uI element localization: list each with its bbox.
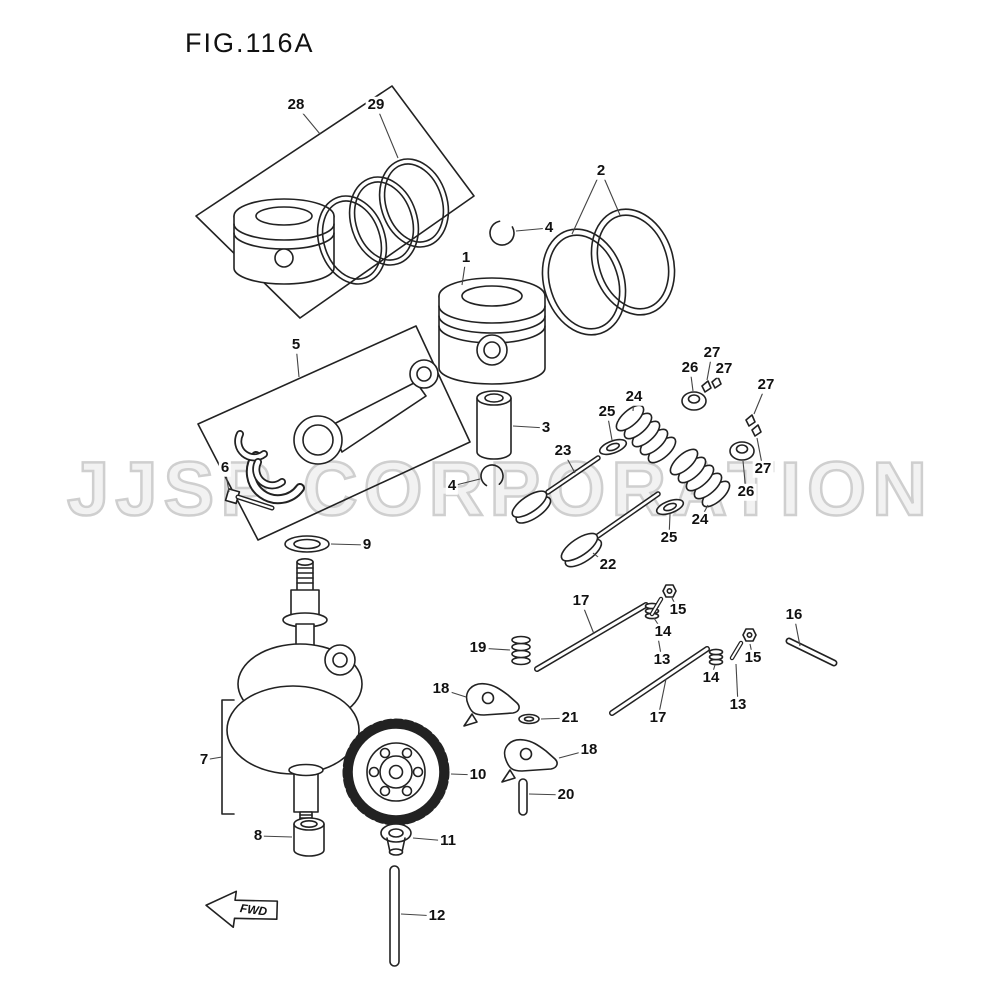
leader-line-15: [749, 643, 754, 659]
leader-line-6: [224, 467, 230, 493]
leader-line-27: [756, 437, 764, 470]
drive-gear-10: [342, 718, 450, 826]
snap-ring-4-upper: [489, 220, 515, 246]
leader-line-26: [742, 460, 747, 493]
leader-line-25: [606, 411, 613, 441]
spring-retainer-26-lower: [729, 441, 755, 461]
adjuster-spring-14-lower: [708, 648, 724, 666]
leader-line-4: [451, 478, 481, 487]
leader-line-17: [580, 600, 595, 635]
rocker-arm-18-lower: [501, 738, 558, 783]
piston-1: [438, 277, 546, 385]
leader-line-5: [295, 344, 300, 378]
spring-retainer-26-upper: [681, 391, 707, 411]
leader-line-27: [716, 368, 725, 380]
leader-line-11: [412, 837, 449, 842]
leader-line-8: [257, 835, 293, 838]
leader-line-24: [699, 504, 709, 521]
piston-28: [233, 198, 335, 285]
crankshaft-7: [226, 557, 363, 823]
valve-cotters-27-lower: [745, 414, 762, 437]
leader-line-18: [558, 749, 590, 759]
leader-line-7: [203, 756, 223, 761]
thrust-washer-9: [284, 535, 330, 553]
leader-line-13: [735, 663, 739, 706]
valve-spring-24-upper: [615, 404, 677, 464]
figure-title: FIG.116A: [185, 28, 315, 58]
leader-line-13: [655, 625, 663, 661]
leader-line-23: [562, 450, 576, 474]
push-rod-17-lower: [609, 646, 710, 716]
rocker-spring-19: [511, 635, 531, 666]
leader-line-18: [440, 688, 467, 698]
leader-line-3: [512, 425, 547, 429]
leader-line-9: [330, 543, 368, 546]
watermark: JJSP CORPORATION: [66, 446, 934, 534]
leader-line-12: [400, 913, 438, 917]
leader-line-28: [295, 104, 321, 135]
leader-line-25: [668, 513, 671, 539]
leader-line-2: [571, 170, 602, 235]
connecting-rod-5: [234, 359, 439, 505]
spring-seat-25-upper: [598, 438, 628, 456]
fwd-label: FWD: [239, 901, 268, 919]
valve-22: [560, 491, 661, 568]
leader-line-27: [753, 384, 767, 415]
spring-seat-25-lower: [655, 498, 685, 516]
leader-line-22: [592, 552, 609, 566]
adjust-screw-13-lower: [729, 640, 744, 661]
leader-line-14: [710, 664, 716, 679]
rocker-arm-18-upper: [463, 682, 520, 727]
pinion-11: [380, 823, 412, 856]
leader-line-27: [706, 352, 713, 381]
pin-16: [785, 637, 838, 667]
pin-20: [518, 778, 528, 816]
valve-cotters-27-upper: [701, 376, 722, 393]
leader-line-21: [540, 717, 571, 720]
ring-set-29: [316, 158, 450, 285]
push-rod-17-upper: [534, 602, 649, 672]
ring-set-2: [541, 208, 676, 336]
shaft-12: [389, 865, 400, 967]
connecting-rod-box: [197, 325, 471, 541]
leader-line-2: [600, 170, 621, 216]
leader-line-20: [528, 793, 567, 796]
valve-spring-24-lower: [669, 448, 731, 508]
leader-line-26: [689, 367, 694, 392]
leader-line-15: [671, 597, 679, 611]
washer-21: [518, 713, 540, 725]
adjust-screw-13-upper: [649, 596, 664, 617]
leader-line-4: [515, 227, 550, 232]
leader-line-10: [450, 773, 479, 776]
leader-line-19: [477, 647, 511, 651]
snap-ring-4-lower: [480, 464, 504, 488]
leader-line-17: [657, 678, 667, 719]
lock-nut-15-lower: [742, 628, 757, 642]
leader-line-29: [375, 104, 399, 159]
leader-line-14: [653, 617, 664, 633]
fwd-arrow: FWD: [205, 890, 279, 929]
valve-23: [511, 455, 601, 524]
piston-set-box: [195, 85, 475, 319]
piston-pin-3: [476, 390, 512, 460]
spacer-8: [293, 817, 325, 857]
rod-bolt-6: [224, 488, 275, 511]
lock-nut-15-upper: [662, 584, 677, 598]
